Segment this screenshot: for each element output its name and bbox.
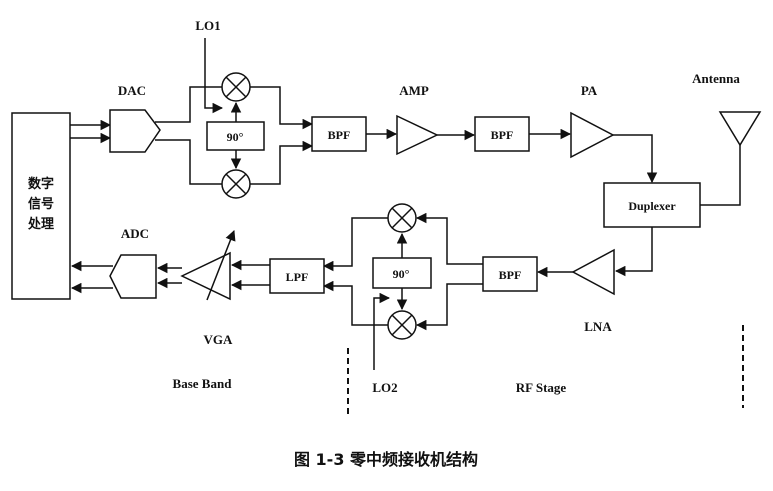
lo1-label: LO1 [195,18,220,33]
duplexer-block [603,182,701,228]
rx-phase-shifter [372,257,432,289]
rx-mixer-i [387,203,417,233]
duplexer-label: Duplexer [628,199,676,213]
tx-mixer-q [221,169,251,199]
pa-triangle [570,111,615,159]
lna-label: LNA [584,319,612,334]
dac-to-mixer-bottom-wire [155,139,222,185]
lpf-label: LPF [286,270,309,284]
tx-phase-label: 90° [227,130,244,144]
lo2-to-phase-arrow [373,292,391,370]
dac-block [109,109,161,153]
vga-label: VGA [204,332,234,347]
mixer-i-to-bpf-arrow [250,86,314,130]
lo2-label: LO2 [372,380,397,395]
pa-to-duplexer-arrow [613,134,658,184]
dsp-line-1: 数字 [28,176,54,192]
bpf-to-rx-mixer-q-arrow [415,283,483,331]
rf-stage-label: RF Stage [516,380,567,395]
antenna-icon [718,111,762,147]
adc-label: ADC [121,226,149,241]
duplexer-to-lna-arrow [614,227,653,277]
tx-bpf-1-label: BPF [328,128,351,142]
amp-triangle [396,114,439,156]
dac-label: DAC [118,83,146,98]
bpf-to-rx-mixer-i-arrow [415,212,483,265]
dac-to-mixer-top-wire [155,86,222,123]
dsp-block: 数字 信号 处理 [11,112,71,300]
dsp-line-2: 信号 [28,196,54,212]
rx-bpf-label: BPF [499,268,522,282]
tx-mixer-i [221,72,251,102]
figure-caption: 图 1-3 零中频接收机结构 [294,450,478,469]
tx-bpf-2-label: BPF [491,128,514,142]
mixer-q-to-bpf-arrow [250,140,314,185]
vga-triangle [180,251,231,301]
dsp-line-3: 处理 [27,216,54,232]
antenna-label: Antenna [692,71,740,86]
rx-mixer-i-to-lpf-arrow [322,217,388,272]
antenna-to-duplexer-wire [700,145,741,206]
adc-block [109,254,157,299]
pa-label: PA [581,83,598,98]
base-band-label: Base Band [173,376,233,391]
lo1-to-phase-arrow [204,38,224,114]
rx-mixer-q [387,310,417,340]
lna-triangle [571,248,615,296]
vga-variable-gain-arrow [206,230,236,301]
rx-mixer-q-to-lpf-arrow [322,280,388,326]
rx-bpf [482,256,538,292]
amp-label: AMP [399,83,429,98]
rx-phase-label: 90° [393,267,410,281]
tx-bpf-1 [311,116,367,152]
lpf-block [269,258,325,294]
